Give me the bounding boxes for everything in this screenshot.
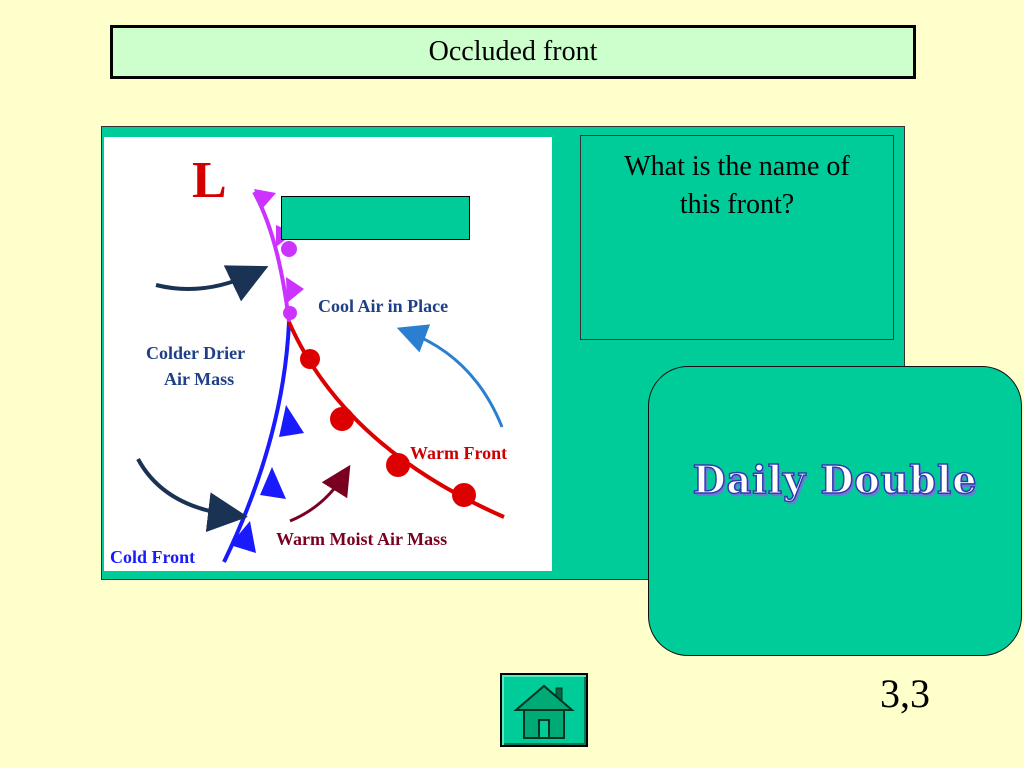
- cold-air-arrow-bottom: [136, 458, 248, 533]
- warm-front-half-circles: [300, 349, 476, 507]
- slide-title: Occluded front: [110, 25, 916, 79]
- label-warm-moist: Warm Moist Air Mass: [276, 529, 447, 549]
- question-box: What is the name of this front?: [580, 135, 894, 340]
- home-icon: [513, 684, 575, 739]
- label-colder-air-2: Air Mass: [164, 369, 234, 389]
- home-button[interactable]: [500, 673, 588, 747]
- question-line-1: What is the name of: [624, 151, 850, 182]
- label-colder-air-1: Colder Drier: [146, 343, 245, 363]
- score-label: 3,3: [880, 671, 930, 716]
- cold-air-arrow-top: [155, 265, 269, 302]
- label-cover-box: [281, 196, 470, 240]
- daily-double-label: Daily Double: [692, 456, 978, 503]
- low-pressure-marker: L: [192, 152, 227, 209]
- occluded-front-line: [252, 191, 291, 323]
- question-line-2: this front?: [679, 189, 795, 220]
- cold-front-triangles: [230, 405, 304, 553]
- label-cool-air: Cool Air in Place: [318, 296, 448, 316]
- label-cold-front: Cold Front: [110, 547, 195, 567]
- warm-air-arrow: [289, 464, 351, 523]
- label-warm-front: Warm Front: [410, 443, 507, 463]
- cool-air-arrow: [396, 324, 504, 428]
- daily-double-card[interactable]: Daily Double: [648, 366, 1022, 656]
- occluded-front-half-circles: [281, 241, 297, 320]
